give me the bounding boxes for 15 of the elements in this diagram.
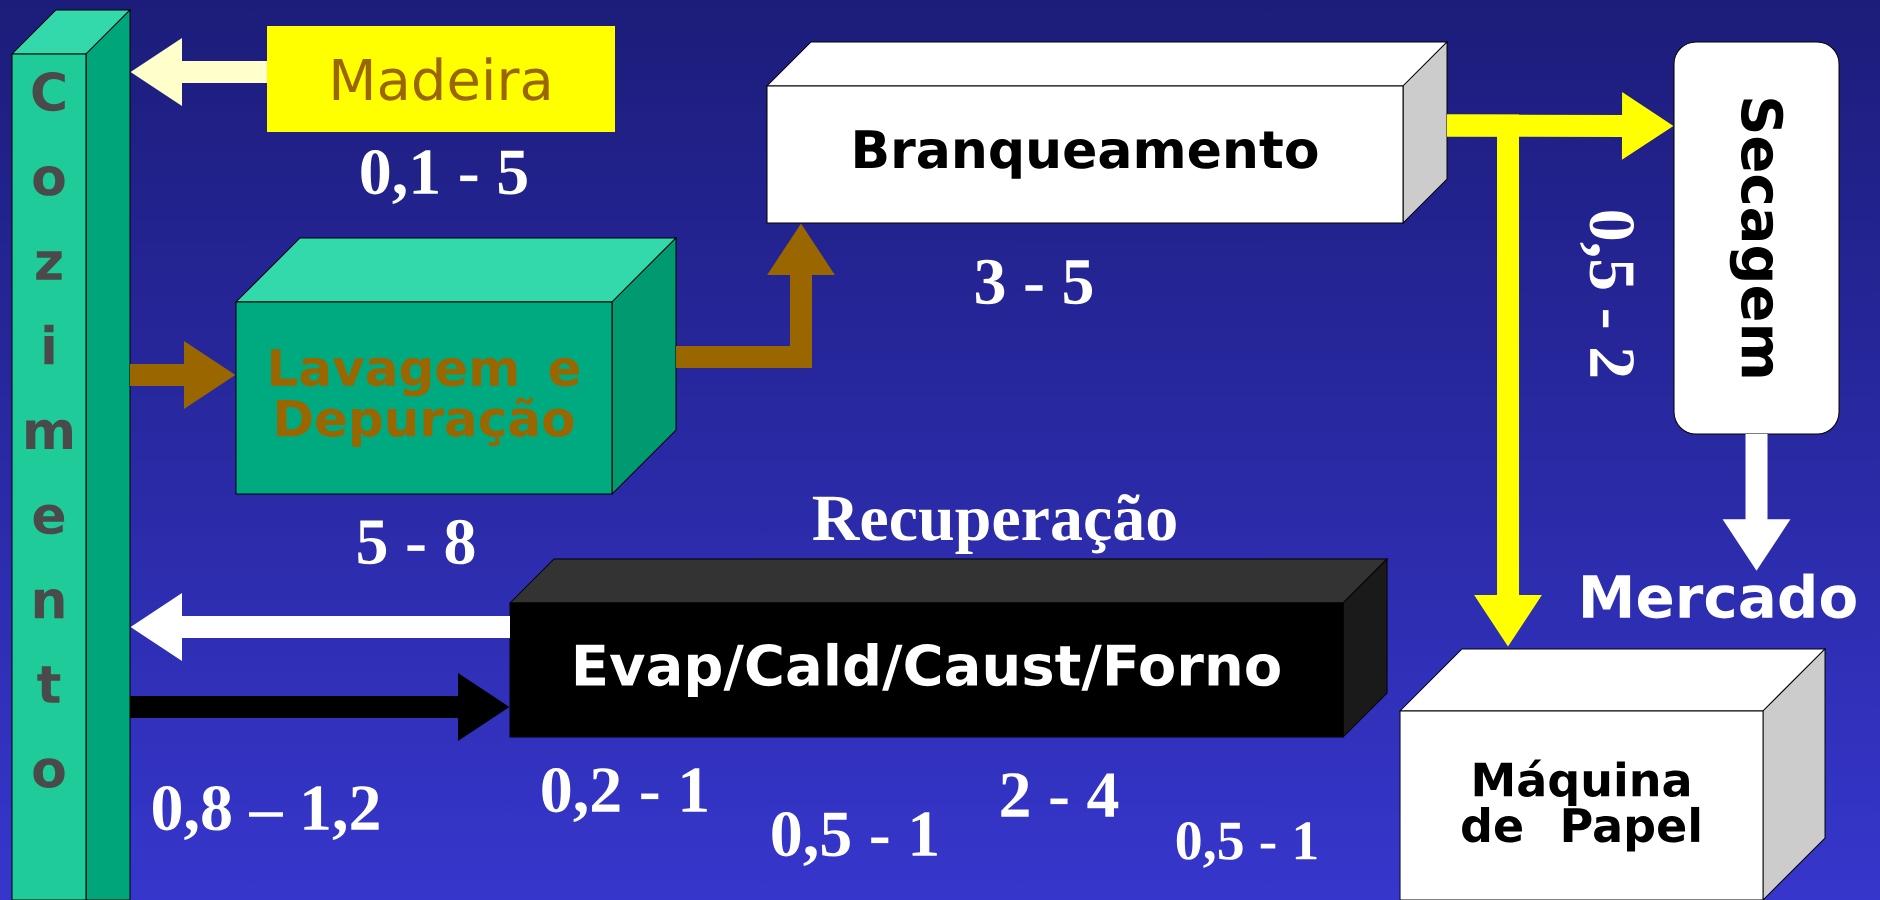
process-box: Máquina de Papel — [1399, 648, 1826, 900]
value-label: 0,1 - 5 — [361, 149, 527, 205]
value-label: 0,5 - 2 — [1579, 211, 1635, 377]
destination-label: Mercado — [1583, 573, 1856, 619]
column-box: Cozimento — [11, 9, 131, 900]
value-label: 5 - 8 — [358, 519, 475, 565]
value-label: 0,5 - 1 — [772, 811, 937, 867]
process-box: Evap/Cald/Caust/Forno — [509, 558, 1388, 738]
process-box: Madeira — [267, 26, 615, 132]
process-box: Secagem — [1673, 41, 1840, 435]
value-label: 0,8 – 1,2 — [153, 785, 379, 841]
value-label: 0,5 - 1 — [1176, 822, 1317, 868]
box-heading: Recuperação — [812, 494, 1176, 555]
process-box: Branqueamento — [766, 41, 1448, 224]
process-box: Lavagem e Depuração — [235, 237, 677, 495]
